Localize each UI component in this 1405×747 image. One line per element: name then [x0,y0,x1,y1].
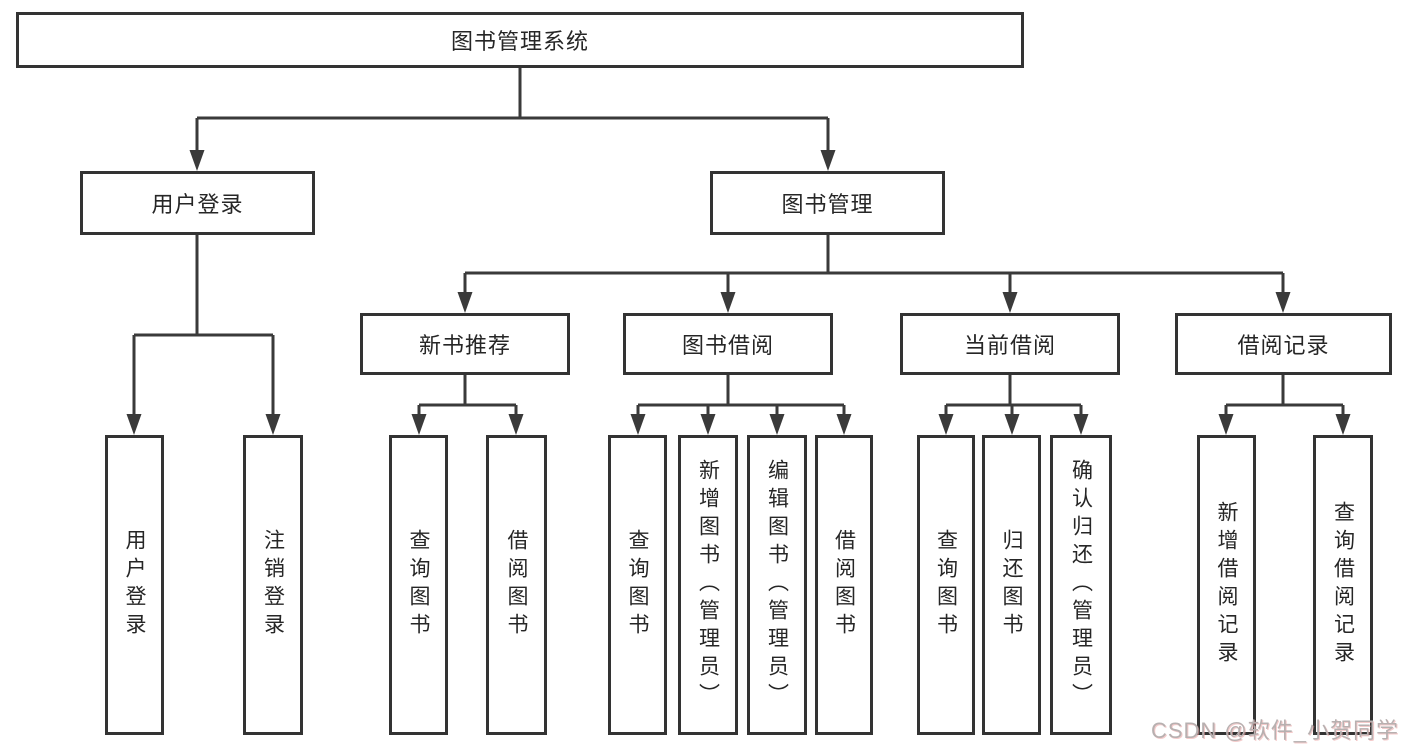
leaf-add-borrow-record-label: 新增借阅记录 [1215,501,1238,669]
leaf-current-query-book: 查询图书 [917,435,975,735]
node-current-borrow: 当前借阅 [900,313,1120,375]
node-new-book-rec-label: 新书推荐 [418,333,511,358]
leaf-current-query-book-label: 查询图书 [934,529,958,641]
node-book-borrow-label: 图书借阅 [681,333,774,358]
leaf-borrow-query-book-label: 查询图书 [626,529,649,641]
node-book-borrow: 图书借阅 [623,313,833,375]
node-new-book-rec: 新书推荐 [360,313,570,375]
leaf-query-borrow-record-label: 查询借阅记录 [1331,501,1355,669]
node-user-login: 用户登录 [80,171,315,235]
leaf-edit-book-admin-label: 编辑图书（管理员） [765,459,789,711]
node-book-management: 图书管理 [710,171,945,235]
leaf-add-book-admin: 新增图书（管理员） [678,435,738,735]
leaf-add-book-admin-label: 新增图书（管理员） [696,459,720,711]
leaf-add-borrow-record: 新增借阅记录 [1197,435,1256,735]
leaf-logout: 注销登录 [243,435,303,735]
leaf-confirm-return-admin-label: 确认归还（管理员） [1069,459,1093,711]
leaf-logout-label: 注销登录 [261,529,285,641]
leaf-query-borrow-record: 查询借阅记录 [1313,435,1373,735]
leaf-borrow-query-book: 查询图书 [608,435,667,735]
leaf-user-login-label: 用户登录 [123,529,146,641]
csdn-watermark: CSDN @软件_小贺同学 [1150,718,1399,743]
node-root: 图书管理系统 [16,12,1024,68]
leaf-confirm-return-admin: 确认归还（管理员） [1050,435,1112,735]
leaf-edit-book-admin: 编辑图书（管理员） [747,435,807,735]
leaf-newrec-query-book: 查询图书 [389,435,448,735]
node-book-management-label: 图书管理 [781,192,874,217]
leaf-newrec-query-book-label: 查询图书 [407,529,430,641]
node-borrow-record: 借阅记录 [1175,313,1392,375]
leaf-borrow-borrow-book-label: 借阅图书 [832,529,856,641]
leaf-borrow-borrow-book: 借阅图书 [815,435,873,735]
node-root-label: 图书管理系统 [450,29,589,54]
node-borrow-record-label: 借阅记录 [1237,333,1330,358]
node-user-login-label: 用户登录 [151,192,244,217]
leaf-newrec-borrow-book: 借阅图书 [486,435,547,735]
leaf-return-book-label: 归还图书 [1000,529,1023,641]
leaf-user-login: 用户登录 [105,435,164,735]
leaf-newrec-borrow-book-label: 借阅图书 [505,529,528,641]
leaf-return-book: 归还图书 [982,435,1041,735]
node-current-borrow-label: 当前借阅 [963,333,1056,358]
